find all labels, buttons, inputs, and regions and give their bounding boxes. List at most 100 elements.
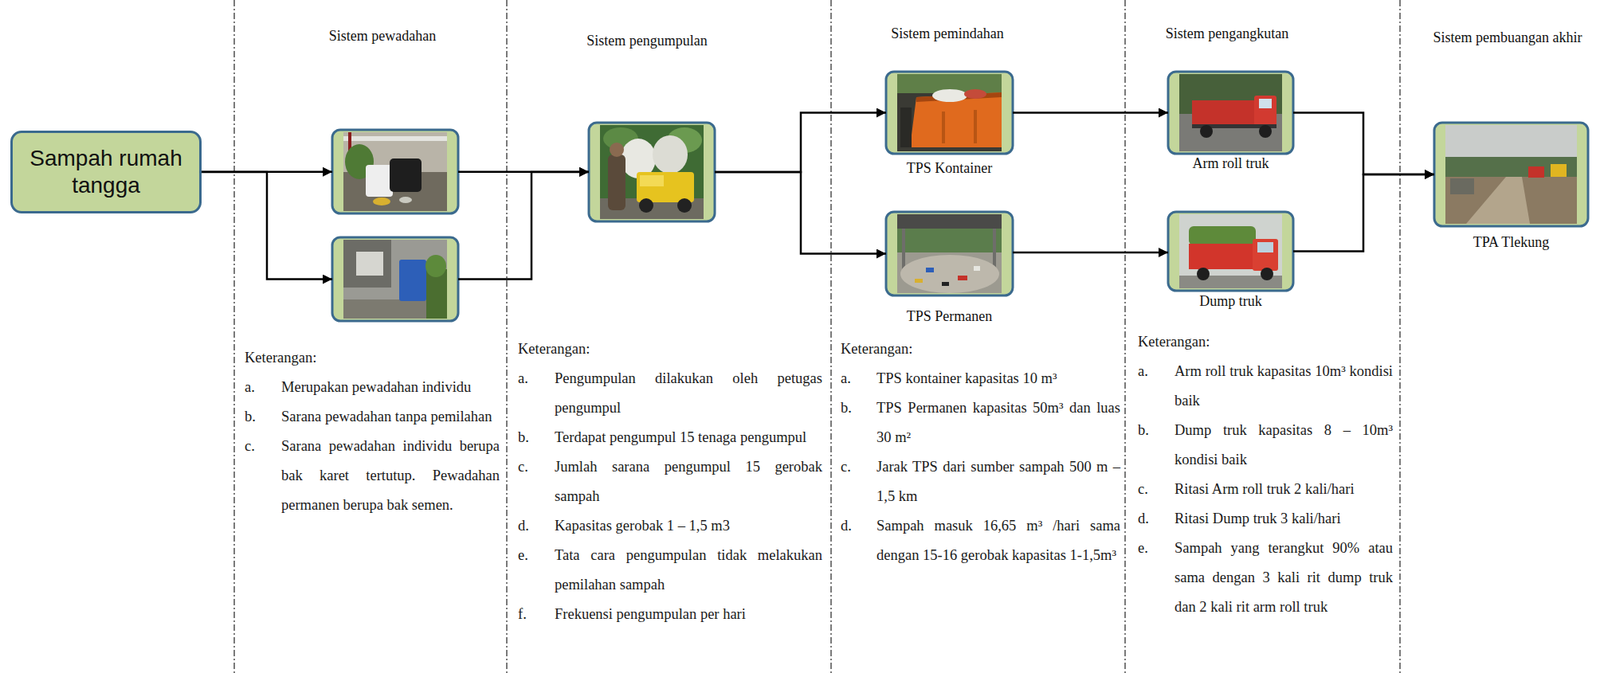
bin-photo-part: [372, 197, 391, 206]
note-item: b.Terdapat pengumpul 15 tenaga pengumpul: [517, 423, 823, 453]
note-block: Keterangan:a.Merupakan pewadahan individ…: [244, 343, 500, 521]
landfill-photo-part: [1434, 122, 1589, 227]
cart-photo-part: [639, 198, 654, 213]
bin-photo: [332, 237, 459, 322]
photo-box: [332, 237, 459, 322]
item-text: Kapasitas gerobak 1 – 1,5 m3: [554, 511, 823, 542]
cart-photo-part: [600, 125, 704, 220]
item-text: Ritasi Arm roll truk 2 kali/hari: [1174, 474, 1393, 505]
bin-photo: [332, 129, 459, 214]
item-text: Merupakan pewadahan individu: [281, 372, 500, 403]
item-letter: c.: [244, 431, 255, 462]
column-heading: Sistem pengumpulan: [586, 31, 708, 50]
note-item: b. TPS Permanen kapasitas 50m³ dan luas 3…: [840, 393, 1121, 453]
note-block: Keterangan:a.TPS kontainer kapasitas 10 …: [840, 334, 1121, 571]
photo-box: [332, 129, 459, 214]
cart-photo-part: [636, 172, 695, 203]
photo-caption: TPS Permanen: [846, 308, 1053, 325]
column-divider: [234, 0, 1400, 673]
truck-photo-part: [1168, 211, 1294, 291]
pile-photo-part: [897, 228, 1002, 253]
item-letter: b.: [840, 393, 852, 424]
note-item: a. Pengumpulan dilakukan oleh petugas pen…: [517, 364, 823, 424]
truck-photo-part: [1192, 100, 1258, 125]
photo-box: Arm roll truk: [1168, 71, 1294, 154]
note-block: Keterangan:a.Arm roll truk kapasitas 10m…: [1137, 327, 1393, 623]
truck-photo-part: [1252, 239, 1279, 271]
landfill-photo-part: [1528, 166, 1545, 178]
flow-arrow: [1293, 113, 1435, 176]
container-photo: [886, 71, 1013, 154]
pile-photo-part: [925, 267, 934, 273]
column-divider-part: [1399, 0, 1400, 673]
landfill-photo-part: [1550, 164, 1567, 177]
note-item: f.Frekuensi pengumpulan per hari: [517, 600, 823, 630]
cart-photo-part: [677, 198, 692, 213]
item-letter: c.: [1137, 474, 1149, 505]
truck-photo-part: [1258, 125, 1272, 138]
note-item: d.Sampah masuk 16,65 m³ /hari sama denga…: [840, 511, 1121, 571]
column-divider-part: [233, 0, 235, 673]
flow-arrow: [1012, 111, 1169, 114]
item-text: TPS kontainer kapasitas 10 m³: [876, 364, 1121, 394]
item-letter: a.: [517, 364, 529, 394]
note-item: c.Sarana pewadahan individu berupa bak k…: [244, 431, 500, 521]
pile-photo-part: [897, 214, 1002, 294]
note-item: d. Kapasitas gerobak 1 – 1,5 m3: [517, 511, 823, 542]
truck-photo: [1168, 211, 1294, 291]
flow-arrow: [714, 113, 887, 173]
truck-photo: [1168, 71, 1294, 154]
truck-photo-part: [1257, 242, 1274, 253]
cart-photo-part: [652, 135, 688, 174]
pile-photo-part: [897, 214, 1002, 229]
flow-arrow: [458, 172, 589, 280]
bin-photo-part: [399, 259, 427, 302]
photo-caption: Arm roll truk: [1128, 155, 1334, 172]
photo-box: TPA Tlekung: [1434, 122, 1589, 227]
note-item: d.Ritasi Dump truk 3 kali/hari: [1137, 504, 1393, 534]
bin-photo-part: [356, 251, 384, 276]
note-item: c.Jumlah sarana pengumpul 15 gerobak sam…: [517, 452, 823, 512]
truck-photo-part: [1260, 267, 1274, 281]
item-text: TPS Permanen kapasitas 50m³ dan luas 30 …: [876, 393, 1121, 453]
container-photo-part: [973, 109, 977, 144]
cart-photo-part: [607, 154, 626, 211]
item-letter: d.: [840, 511, 852, 542]
flow-arrow: [1293, 174, 1435, 252]
pile-photo-part: [941, 282, 950, 287]
pile-photo: [886, 211, 1013, 296]
container-photo-part: [932, 89, 968, 102]
note-item: c. Jarak TPS dari sumber sampah 500 m – 1…: [840, 452, 1121, 512]
container-photo-part: [941, 111, 946, 144]
landfill-photo: [1434, 122, 1589, 227]
bin-photo-part: [399, 196, 412, 204]
item-letter: d.: [517, 511, 530, 542]
truck-photo-part: [1188, 226, 1256, 246]
photo-box: TPS Permanen: [886, 211, 1013, 296]
photo-box: TPS Kontainer: [886, 71, 1013, 154]
photo-caption: TPS Kontainer: [846, 160, 1053, 177]
note-item: a.TPS kontainer kapasitas 10 m³: [840, 364, 1121, 394]
column-divider-part: [830, 0, 832, 673]
item-letter: c.: [840, 452, 851, 483]
item-text: Pengumpulan dilakukan oleh petugas pengu…: [554, 364, 823, 424]
cart-photo-part: [609, 142, 624, 157]
note-block: Keterangan:a.Pengumpulan dilakukan oleh …: [517, 334, 823, 630]
flow-arrow: [714, 172, 887, 255]
item-text: Ritasi Dump truk 3 kali/hari: [1174, 504, 1393, 534]
note-item: c. Ritasi Arm roll truk 2 kali/hari: [1137, 474, 1393, 505]
item-letter: b.: [1137, 415, 1150, 446]
column-divider-part: [505, 0, 507, 673]
note-item: a.Arm roll truk kapasitas 10m³ kondisi b…: [1137, 356, 1393, 416]
landfill-photo-part: [1445, 156, 1577, 177]
item-letter: e.: [517, 541, 529, 571]
bin-photo-part: [343, 136, 448, 142]
item-letter: e.: [1137, 533, 1149, 564]
note-item: b.Dump truk kapasitas 8 – 10m³ kondisi b…: [1137, 415, 1393, 475]
item-text: Jarak TPS dari sumber sampah 500 m – 1,5…: [876, 452, 1121, 512]
landfill-photo-part: [1445, 176, 1577, 224]
flow-arrow: [1012, 251, 1169, 255]
column-heading: Sistem pemindahan: [890, 24, 1004, 43]
